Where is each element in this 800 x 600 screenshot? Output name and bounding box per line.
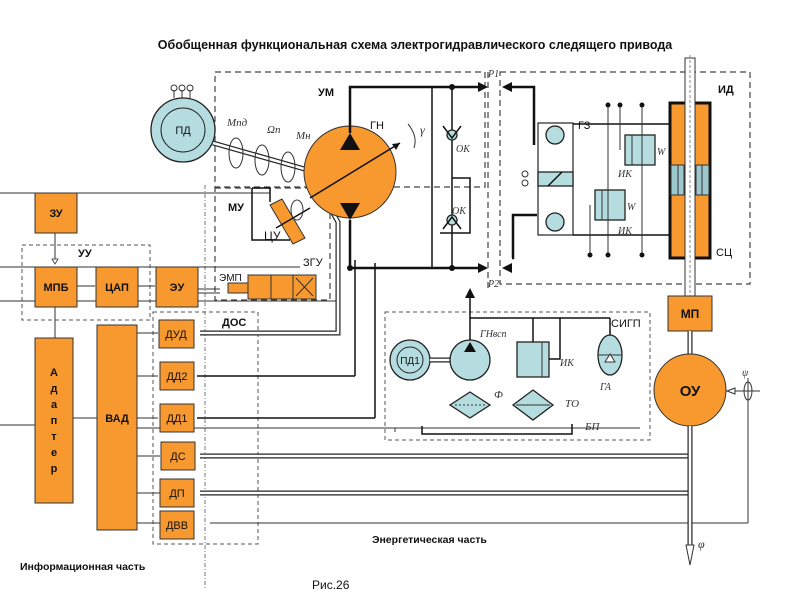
hydraulic-cylinder xyxy=(668,55,712,300)
group-sigp-label: СИГП xyxy=(611,318,641,330)
svg-text:а: а xyxy=(51,399,58,411)
svg-text:д: д xyxy=(51,383,58,395)
svg-text:т: т xyxy=(51,431,57,443)
dd2-sensor: ДД2 xyxy=(159,361,195,391)
svg-text:ЭУ: ЭУ xyxy=(170,282,185,294)
dp-sensor: ДП xyxy=(159,478,195,508)
ds-sensor: ДС xyxy=(160,441,196,471)
svg-text:ДУД: ДУД xyxy=(165,329,187,341)
eu-block: ЭУ xyxy=(155,266,199,308)
mu-frame xyxy=(214,187,331,301)
emp-valve xyxy=(227,274,317,300)
p2-label: P2 xyxy=(487,279,499,290)
svg-text:ВАД: ВАД xyxy=(105,413,129,425)
svg-text:ЦАП: ЦАП xyxy=(105,282,129,294)
id-frame xyxy=(499,71,751,285)
svg-text:ДВВ: ДВВ xyxy=(166,520,188,532)
m-n-label: Мн xyxy=(295,130,311,142)
sc-label: СЦ xyxy=(716,247,732,259)
ik-valve-2 xyxy=(594,189,626,221)
group-uu-label: УУ xyxy=(78,248,92,260)
ok2-label: ОК xyxy=(452,206,467,217)
svg-text:ДП: ДП xyxy=(169,488,184,500)
gn-vsp-label: ГНвсп xyxy=(479,329,507,340)
ik1-label: ИК xyxy=(617,169,633,180)
dud-sensor: ДУД xyxy=(158,319,195,349)
bp-label: БП xyxy=(584,421,600,433)
group-mu-label: МУ xyxy=(228,202,244,214)
svg-text:е: е xyxy=(51,447,57,459)
group-id-label: ИД xyxy=(718,84,734,96)
svg-text:ДД1: ДД1 xyxy=(166,413,187,425)
svg-text:МП: МП xyxy=(681,307,700,321)
gn-vsp-pump xyxy=(449,339,491,381)
svg-text:ПД: ПД xyxy=(175,125,191,137)
ok-valve-2 xyxy=(442,214,462,230)
psi-label: ψ xyxy=(742,368,749,379)
gamma-label: γ xyxy=(420,123,425,137)
svg-text:ПД1: ПД1 xyxy=(400,356,420,367)
bp-frame xyxy=(384,311,651,441)
figure-caption: Рис.26 xyxy=(312,578,350,592)
emp-label: ЭМП xyxy=(219,273,242,284)
w2-label: W xyxy=(627,202,637,213)
ok-valve-1 xyxy=(442,125,462,141)
svg-text:п: п xyxy=(51,415,58,427)
heat-exchanger xyxy=(511,389,555,421)
filter xyxy=(448,391,492,419)
svg-text:МПБ: МПБ xyxy=(44,282,69,294)
ik-valve-3 xyxy=(516,341,550,378)
ga-label: ГА xyxy=(599,382,612,393)
adapter-block: А д а п т е р xyxy=(34,337,74,504)
gz-label: ГЗ xyxy=(578,120,591,132)
zgu-label: ЗГУ xyxy=(303,257,324,269)
group-dos-label: ДОС xyxy=(222,317,246,329)
vad-block: ВАД xyxy=(96,324,138,531)
group-um-label: УМ xyxy=(318,87,334,99)
uu-frame xyxy=(21,244,151,321)
omega-label: Ωп xyxy=(267,124,281,136)
svg-text:ОУ: ОУ xyxy=(680,383,701,400)
info-section-label: Информационная часть xyxy=(20,561,146,573)
svg-text:р: р xyxy=(51,463,58,475)
ou-block: ОУ xyxy=(653,353,727,427)
p1-label: P1 xyxy=(487,69,499,80)
ok1-label: ОК xyxy=(456,144,471,155)
svg-text:ДД2: ДД2 xyxy=(166,371,187,383)
ik-valve-1 xyxy=(624,134,656,166)
pd1-motor: ПД1 xyxy=(389,339,431,381)
dvv-sensor: ДВВ xyxy=(159,510,195,540)
svg-text:ДС: ДС xyxy=(170,451,185,463)
dd1-sensor: ДД1 xyxy=(159,403,195,433)
energy-section-label: Энергетическая часть xyxy=(372,534,487,546)
svg-text:А: А xyxy=(50,367,58,379)
m-pd-label: Мпд xyxy=(226,117,248,129)
mpb-block: МПБ xyxy=(34,266,78,308)
cu-label: ЦУ xyxy=(264,229,281,243)
phi-label: φ xyxy=(698,537,705,551)
svg-text:ЗУ: ЗУ xyxy=(49,208,62,220)
ik3-label: ИК xyxy=(559,358,575,369)
diagram-title: Обобщенная функциональная схема электрог… xyxy=(158,38,674,52)
cap-block: ЦАП xyxy=(95,266,139,308)
gn-pump xyxy=(303,125,401,220)
w1-label: W xyxy=(657,147,667,158)
gz-distributor xyxy=(521,122,574,236)
f-label: Ф xyxy=(494,389,503,401)
ik2-label: ИК xyxy=(617,226,633,237)
gn-label: ГН xyxy=(370,120,384,132)
mp-block: МП xyxy=(667,295,713,332)
accumulator xyxy=(597,334,623,376)
zu-block: ЗУ xyxy=(34,192,78,234)
pd-motor: ПД xyxy=(150,84,216,163)
to-label: ТО xyxy=(565,398,579,410)
